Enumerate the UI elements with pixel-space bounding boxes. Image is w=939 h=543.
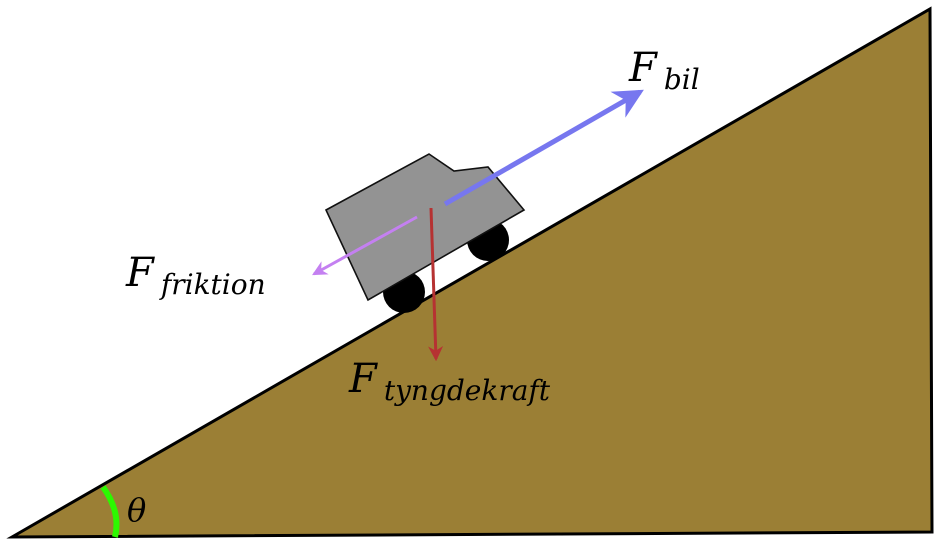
incline-plane	[6, 6, 934, 539]
car-body	[324, 153, 526, 302]
car	[324, 153, 526, 313]
friction-force-arrow	[312, 215, 418, 276]
gravity-force-arrow	[428, 207, 444, 362]
car-force-arrow	[443, 89, 644, 207]
angle-arc	[100, 485, 120, 538]
friction-force-label: F friktion	[125, 250, 266, 301]
gravity-force-label: F tyngdekraft	[348, 356, 551, 407]
car-force-label: F bil	[628, 45, 700, 96]
angle-label: θ	[127, 491, 146, 529]
